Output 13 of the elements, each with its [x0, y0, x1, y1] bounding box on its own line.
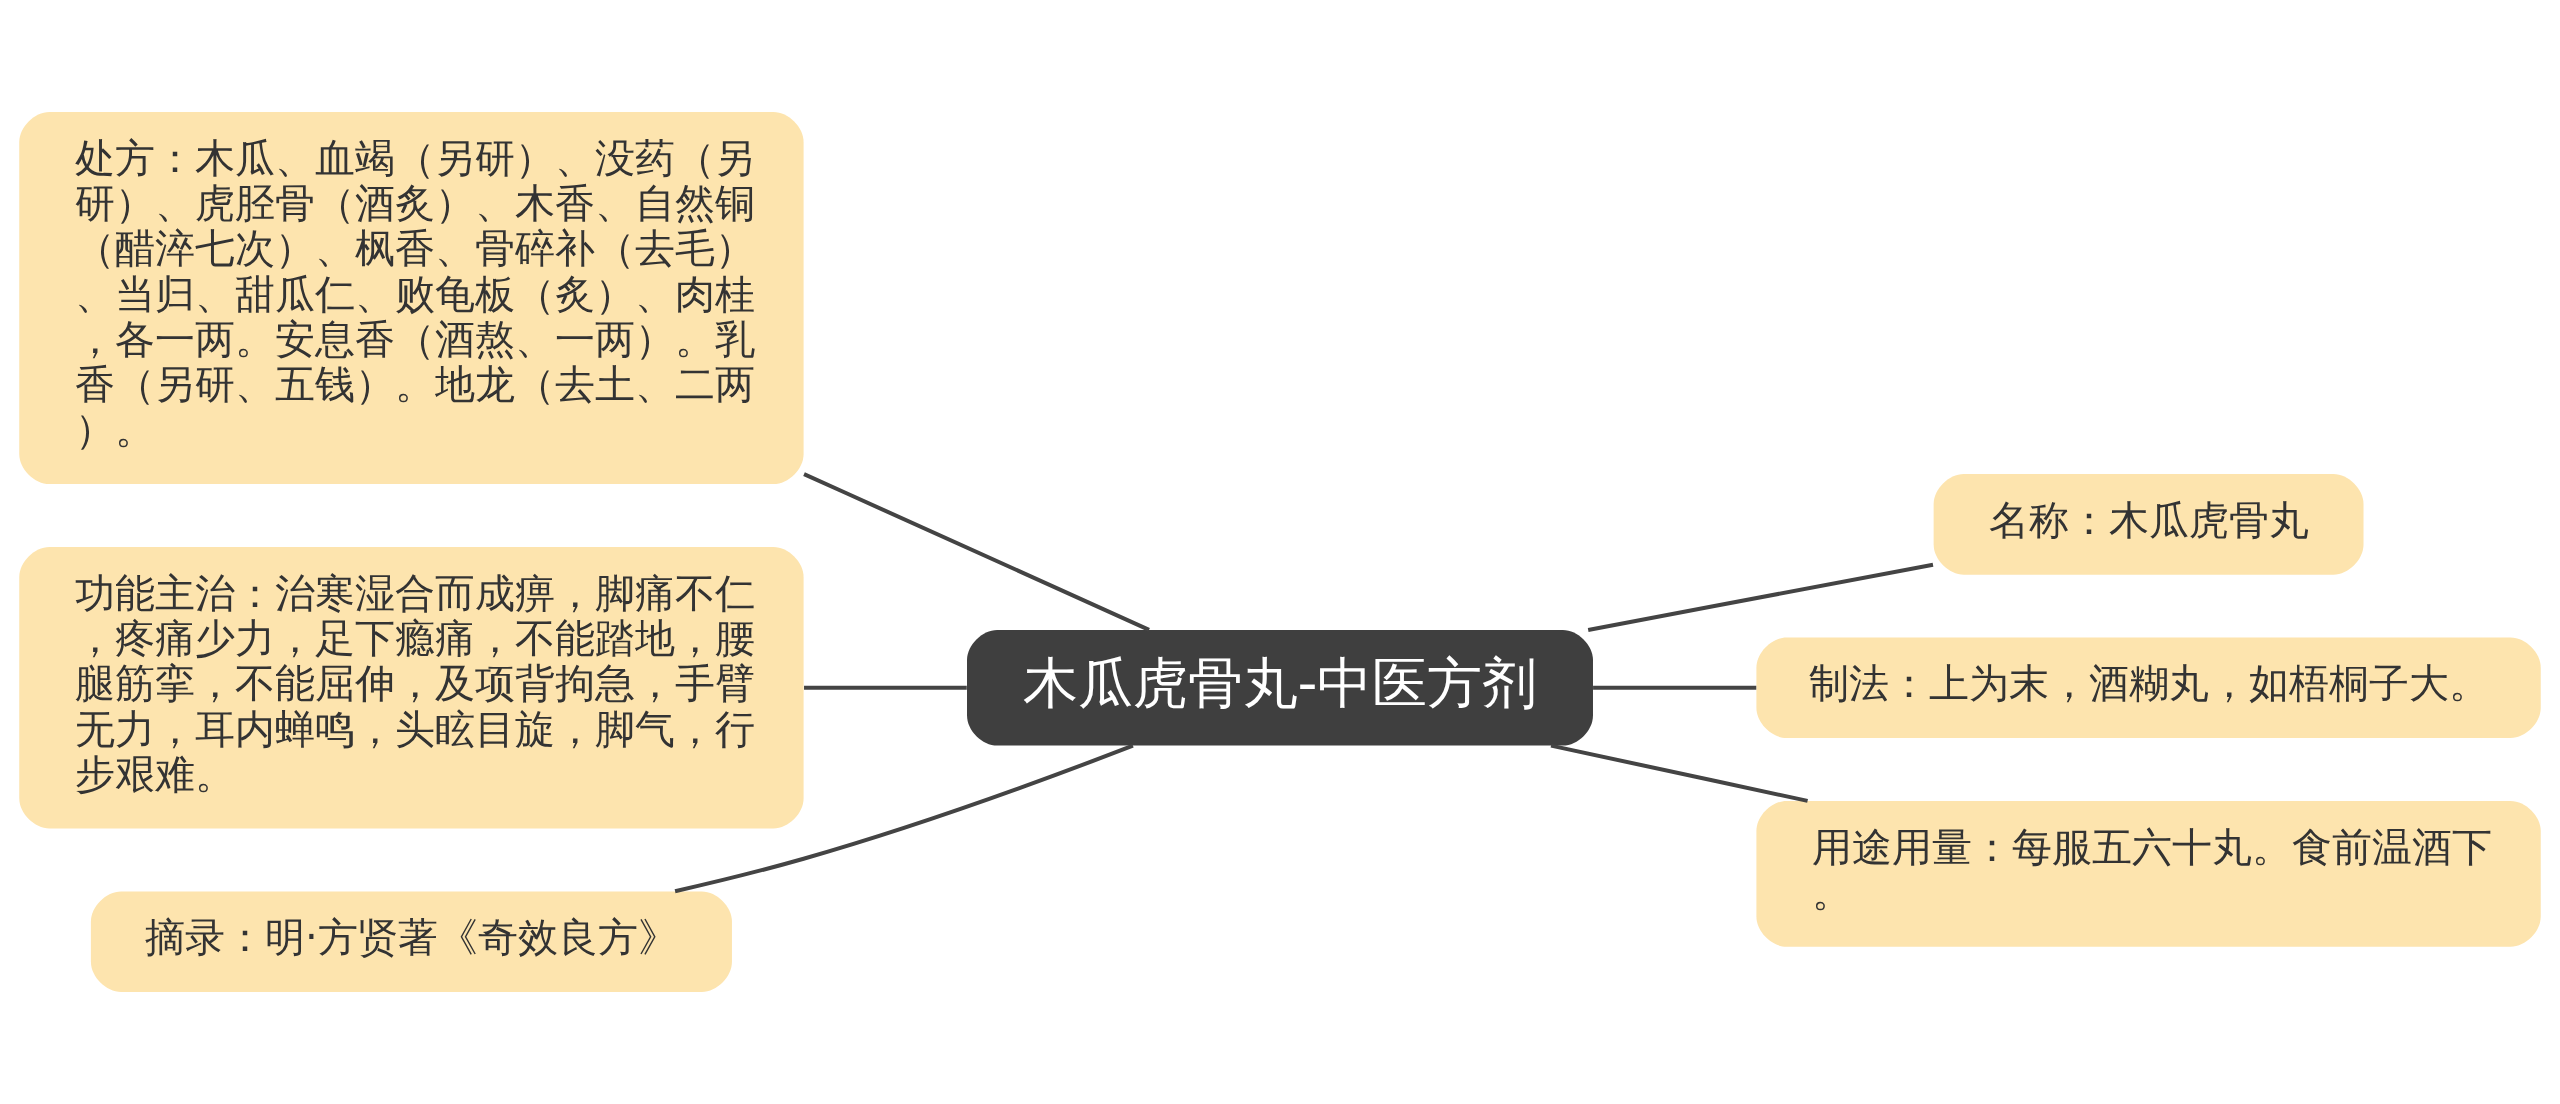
node-box: 功能主治：治寒湿合而成痹，脚痛不仁，疼痛少力，足下瘾痛，不能踏地，腰腿筋挛，不能屈伸，及项背拘急，手臂无力，耳内蝉鸣，头眩目旋，脚气，行步艰难。: [19, 546, 804, 829]
connector: [803, 472, 1150, 632]
connector: [1550, 743, 1808, 803]
node-box: 木瓜虎骨丸-中医方剂: [967, 629, 1593, 746]
connector: [674, 743, 1134, 894]
connector: [804, 685, 967, 690]
connector: [1587, 562, 1934, 632]
node-box: 用途用量：每服五六十丸。食前温酒下。: [1756, 800, 2541, 947]
node-box: 处方：木瓜、血竭（另研）、没药（另研）、虎胫骨（酒炙）、木香、自然铜（醋淬七次）、枫香、骨碎补（去毛）、当归、甜瓜仁、败龟板（炙）、肉桂，各一两。安息香（酒熬、一两）。乳香（另研、五钱）。地龙（去土、二两）。: [19, 112, 804, 485]
node-box: 摘录：明·方贤著《奇效良方》: [90, 891, 732, 992]
node-box: 名称：木瓜虎骨丸: [1933, 474, 2364, 575]
connector: [1593, 685, 1757, 690]
node-box: 制法：上为末，酒糊丸，如梧桐子大。: [1756, 637, 2541, 739]
